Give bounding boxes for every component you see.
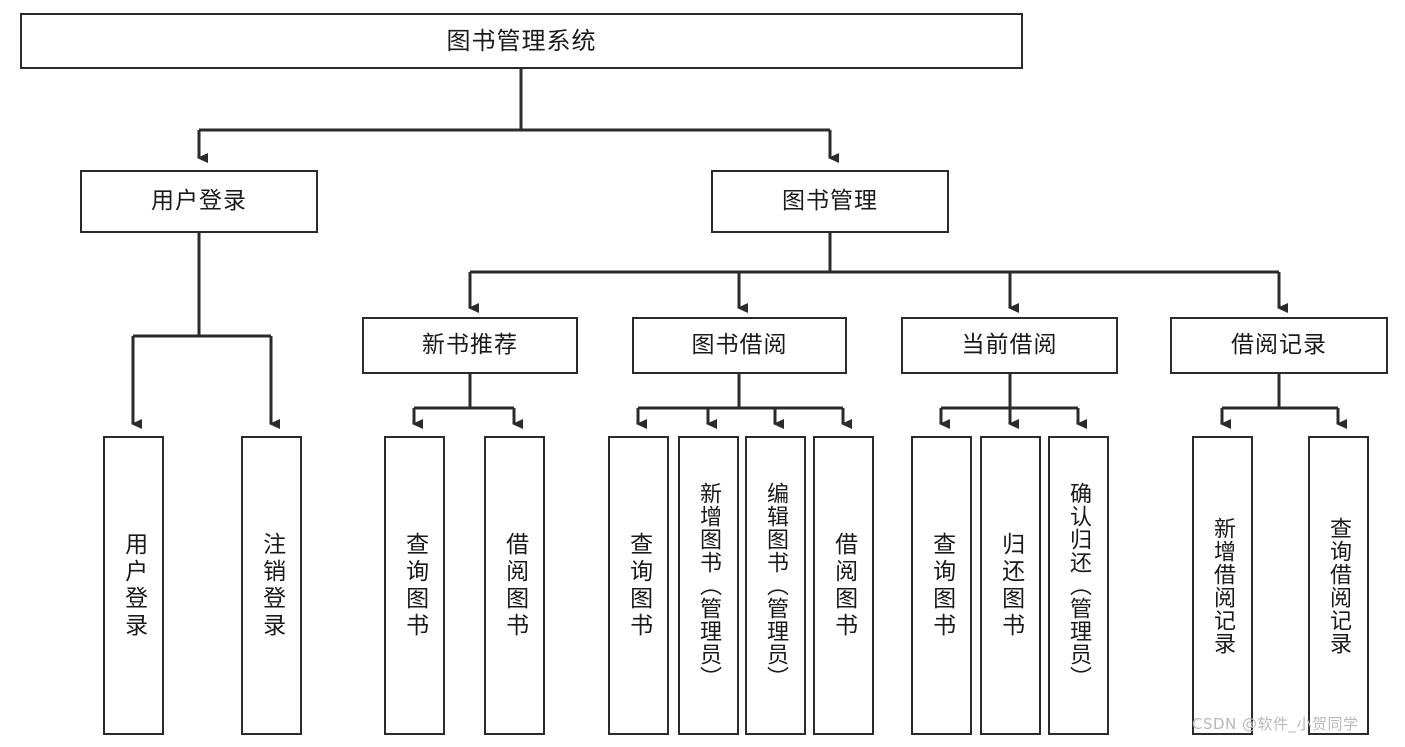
node-label: 图书管理系统 [446, 26, 597, 55]
node-leaf-return-book[interactable]: 归还图书 [980, 436, 1041, 735]
node-leaf-borrow-book[interactable]: 借阅图书 [813, 436, 874, 735]
node-new-book-recommend[interactable]: 新书推荐 [362, 317, 578, 374]
node-leaf-query-book-recommend[interactable]: 查询图书 [384, 436, 445, 735]
node-leaf-edit-book-admin[interactable]: 编辑图书（管理员） [745, 436, 806, 735]
node-book-management[interactable]: 图书管理 [711, 170, 949, 233]
node-label: 图书借阅 [691, 331, 788, 358]
node-label: 用户登录 [120, 531, 147, 640]
node-leaf-query-book-current[interactable]: 查询图书 [911, 436, 972, 735]
node-leaf-borrow-book-recommend[interactable]: 借阅图书 [484, 436, 545, 735]
node-label: 用户登录 [151, 187, 247, 214]
node-leaf-query-borrow-record[interactable]: 查询借阅记录 [1308, 436, 1369, 735]
node-root-book-management-system[interactable]: 图书管理系统 [20, 13, 1023, 69]
node-label: 新增图书（管理员） [696, 482, 722, 689]
node-leaf-confirm-return-admin[interactable]: 确认归还（管理员） [1048, 436, 1109, 735]
node-label: 借阅记录 [1231, 331, 1327, 358]
node-label: 新书推荐 [422, 331, 518, 358]
node-label: 注销登录 [258, 531, 285, 640]
node-current-borrow[interactable]: 当前借阅 [901, 317, 1118, 374]
node-label: 查询借阅记录 [1326, 516, 1352, 655]
csdn-watermark: CSDN @软件_小贺同学 [1192, 715, 1359, 733]
node-label: 新增借阅记录 [1210, 516, 1236, 655]
node-leaf-query-book-borrow[interactable]: 查询图书 [608, 436, 669, 735]
node-leaf-logout[interactable]: 注销登录 [241, 436, 302, 735]
node-book-borrow[interactable]: 图书借阅 [632, 317, 847, 374]
node-label: 借阅图书 [830, 531, 857, 640]
node-label: 图书管理 [782, 187, 878, 214]
node-label: 查询图书 [625, 531, 652, 640]
node-label: 查询图书 [401, 531, 428, 640]
node-label: 查询图书 [928, 531, 955, 640]
node-label: 当前借阅 [961, 331, 1058, 358]
node-label: 确认归还（管理员） [1066, 482, 1092, 689]
node-leaf-add-book-admin[interactable]: 新增图书（管理员） [678, 436, 739, 735]
node-user-login[interactable]: 用户登录 [80, 170, 318, 233]
node-label: 编辑图书（管理员） [763, 482, 789, 689]
node-leaf-user-login[interactable]: 用户登录 [103, 436, 164, 735]
node-leaf-add-borrow-record[interactable]: 新增借阅记录 [1192, 436, 1253, 735]
node-label: 归还图书 [997, 531, 1024, 640]
node-label: 借阅图书 [501, 531, 528, 640]
node-borrow-record[interactable]: 借阅记录 [1170, 317, 1388, 374]
